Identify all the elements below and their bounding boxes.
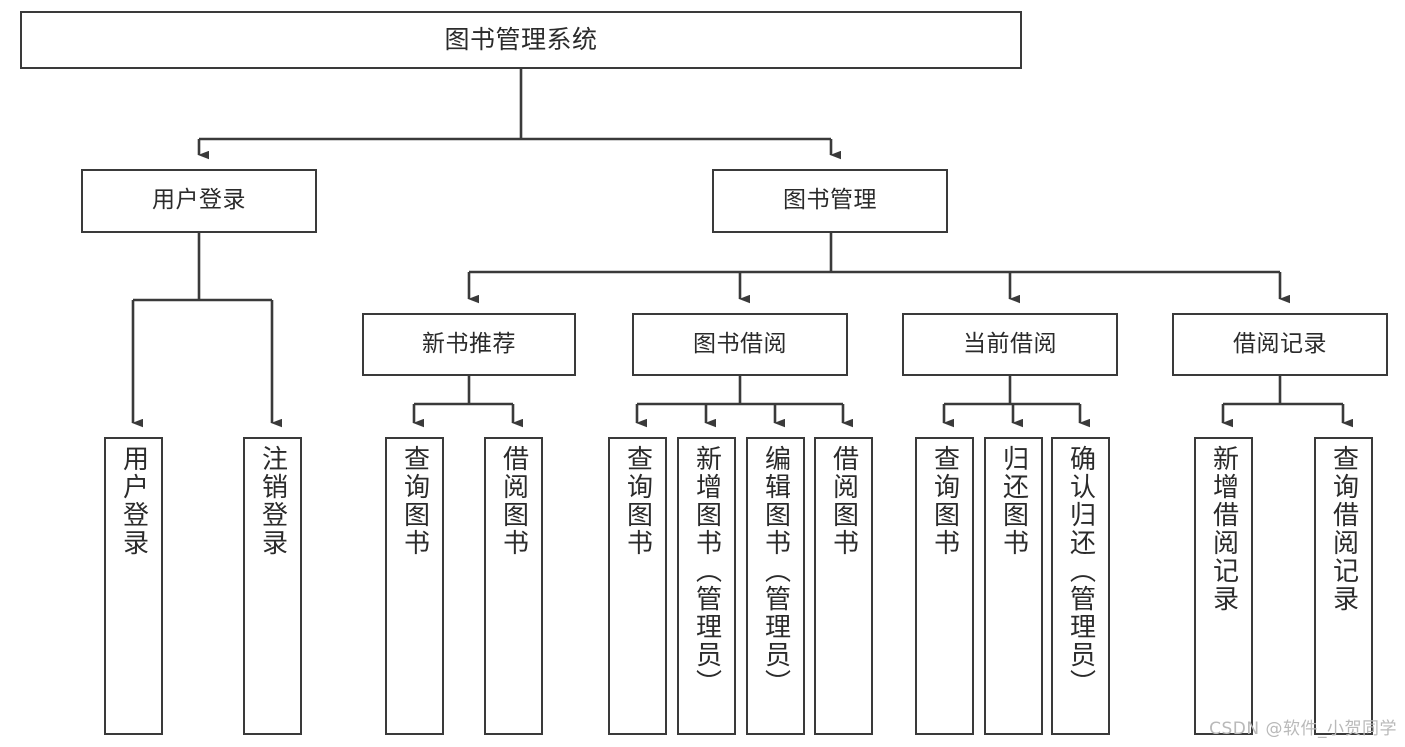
- node-leaf-add-book[interactable]: 新增图书（管理员）: [677, 437, 736, 735]
- node-leaf-query-book-1-label: 查询图书: [399, 445, 430, 557]
- node-leaf-user-logout-label: 注销登录: [257, 445, 288, 557]
- node-root[interactable]: 图书管理系统: [20, 11, 1022, 69]
- node-leaf-confirm-return[interactable]: 确认归还（管理员）: [1051, 437, 1110, 735]
- node-leaf-query-record-label: 查询借阅记录: [1328, 445, 1359, 613]
- node-leaf-user-login-label: 用户登录: [118, 445, 149, 557]
- node-leaf-return-book[interactable]: 归还图书: [984, 437, 1043, 735]
- node-leaf-query-book-2[interactable]: 查询图书: [608, 437, 667, 735]
- node-book-borrow-label: 图书借阅: [693, 330, 787, 357]
- node-leaf-return-book-label: 归还图书: [998, 445, 1029, 557]
- node-leaf-edit-book[interactable]: 编辑图书（管理员）: [746, 437, 805, 735]
- node-leaf-borrow-book-1-label: 借阅图书: [498, 445, 529, 557]
- node-leaf-user-login[interactable]: 用户登录: [104, 437, 163, 735]
- node-root-label: 图书管理系统: [444, 25, 598, 54]
- node-borrow-record-label: 借阅记录: [1233, 330, 1327, 357]
- node-current-borrow[interactable]: 当前借阅: [902, 313, 1118, 376]
- node-leaf-confirm-return-label: 确认归还（管理员）: [1065, 445, 1096, 697]
- node-user-login-label: 用户登录: [152, 187, 246, 214]
- node-leaf-query-book-3-label: 查询图书: [929, 445, 960, 557]
- node-leaf-borrow-book-1[interactable]: 借阅图书: [484, 437, 543, 735]
- node-leaf-add-book-label: 新增图书（管理员）: [691, 445, 722, 697]
- node-leaf-query-book-2-label: 查询图书: [622, 445, 653, 557]
- node-leaf-add-record[interactable]: 新增借阅记录: [1194, 437, 1253, 735]
- node-current-borrow-label: 当前借阅: [963, 330, 1057, 357]
- watermark-text: CSDN @软件_小贺同学: [1209, 719, 1397, 739]
- node-book-manage-label: 图书管理: [783, 187, 877, 214]
- node-new-book-recommend[interactable]: 新书推荐: [362, 313, 576, 376]
- node-leaf-add-record-label: 新增借阅记录: [1208, 445, 1239, 613]
- node-leaf-borrow-book-2[interactable]: 借阅图书: [814, 437, 873, 735]
- node-new-book-recommend-label: 新书推荐: [422, 330, 516, 357]
- node-leaf-query-book-3[interactable]: 查询图书: [915, 437, 974, 735]
- node-leaf-query-record[interactable]: 查询借阅记录: [1314, 437, 1373, 735]
- node-borrow-record[interactable]: 借阅记录: [1172, 313, 1388, 376]
- node-book-manage[interactable]: 图书管理: [712, 169, 948, 233]
- node-leaf-edit-book-label: 编辑图书（管理员）: [760, 445, 791, 697]
- node-leaf-borrow-book-2-label: 借阅图书: [828, 445, 859, 557]
- node-book-borrow[interactable]: 图书借阅: [632, 313, 848, 376]
- node-leaf-query-book-1[interactable]: 查询图书: [385, 437, 444, 735]
- node-user-login[interactable]: 用户登录: [81, 169, 317, 233]
- node-leaf-user-logout[interactable]: 注销登录: [243, 437, 302, 735]
